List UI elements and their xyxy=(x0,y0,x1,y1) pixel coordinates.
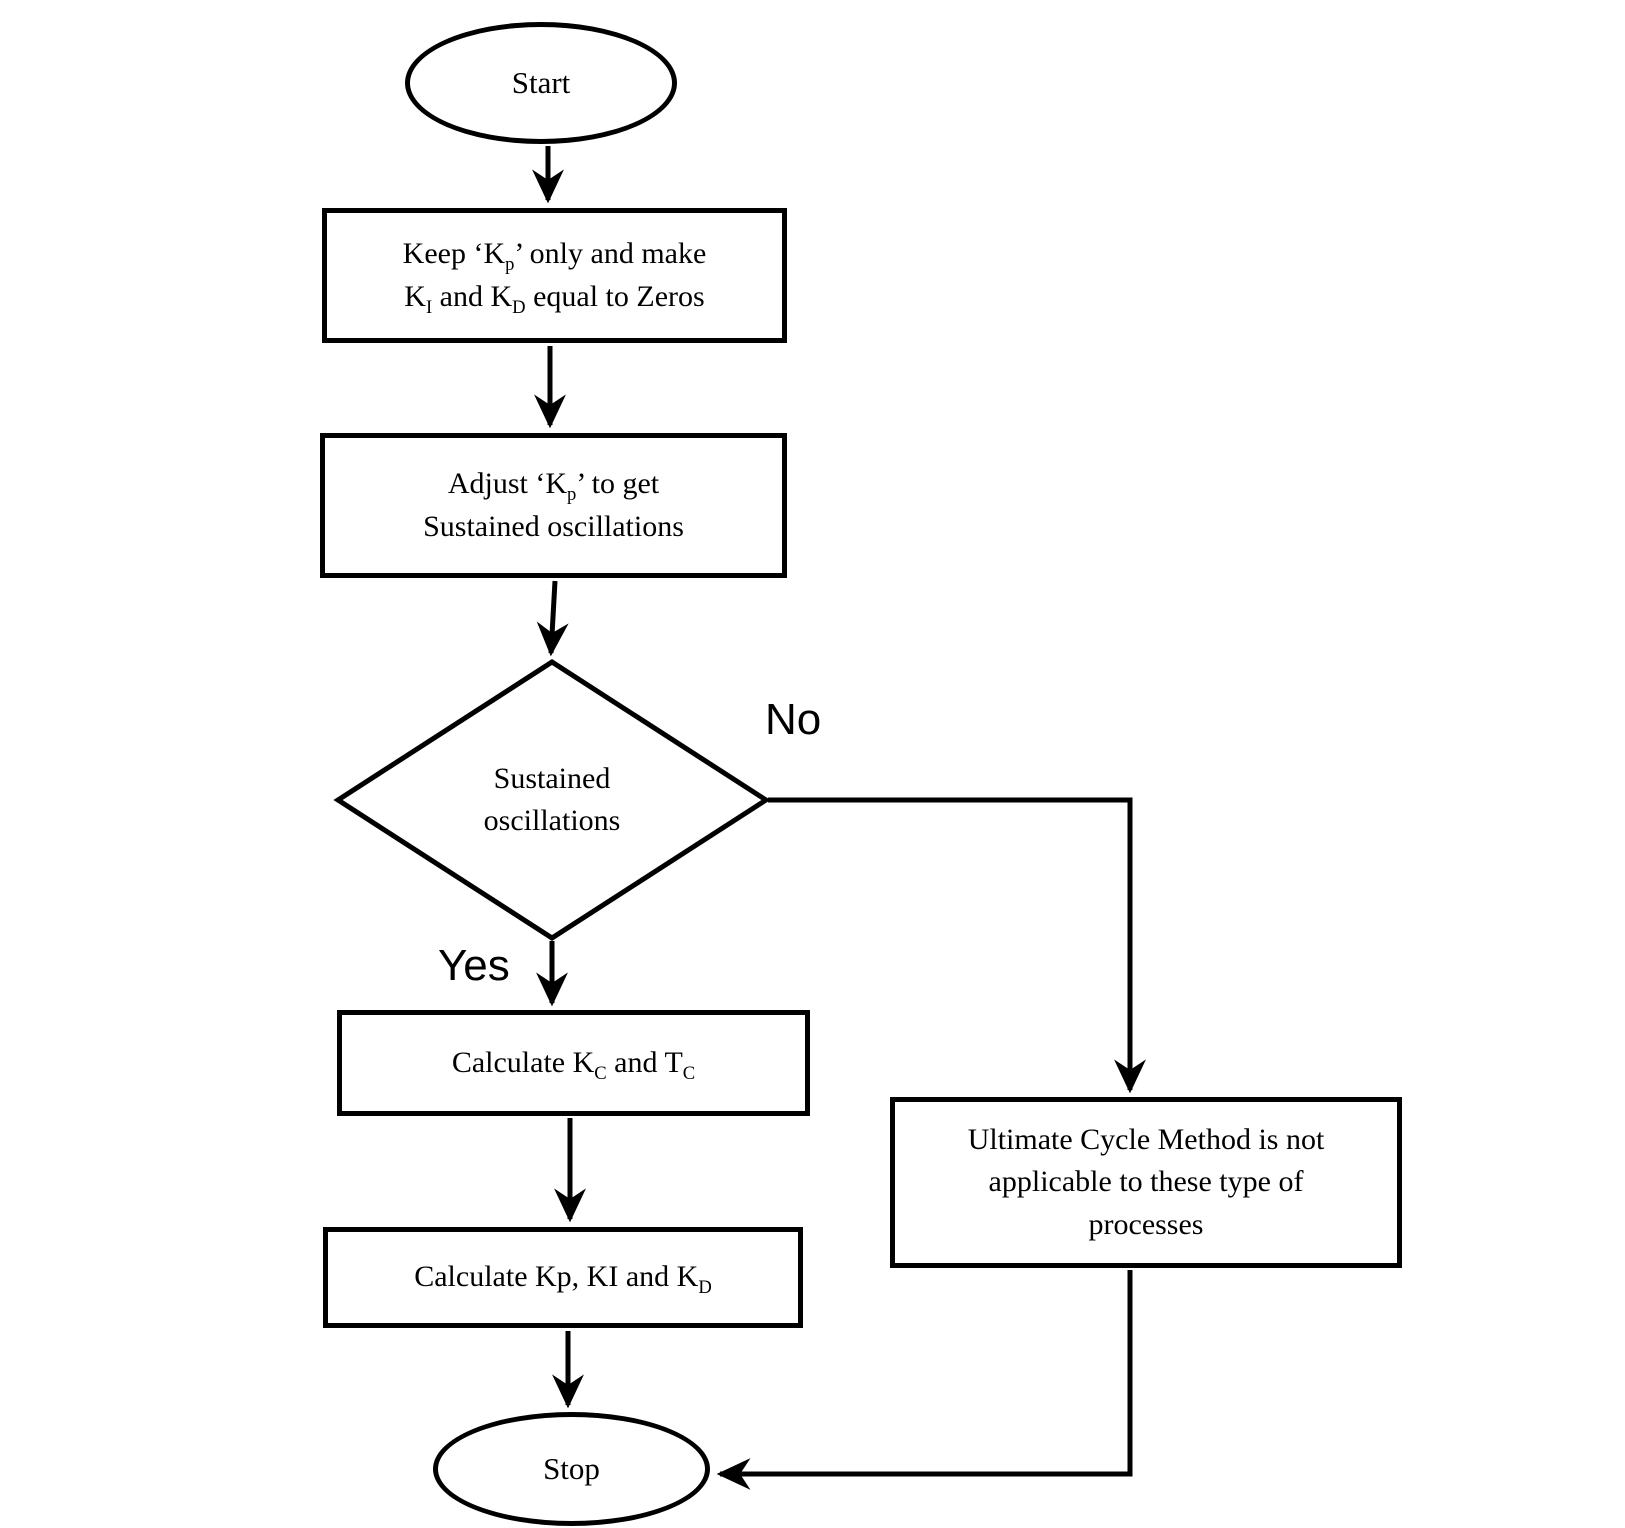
arrow-decision-no-to-not-applicable xyxy=(768,797,1146,1094)
stop-terminator: Stop xyxy=(433,1412,710,1526)
stop-label: Stop xyxy=(543,1450,600,1486)
process-calc-kc-tc: Calculate KC and TC xyxy=(337,1010,810,1116)
process-calc-kp-ki-kd-label: Calculate Kp, KI and KD xyxy=(414,1260,712,1299)
start-label: Start xyxy=(511,64,571,100)
start-terminator: Start xyxy=(405,22,677,144)
process-calc-kc-tc-label: Calculate KC and TC xyxy=(451,1045,696,1084)
arrow-adjust-to-decision xyxy=(536,580,569,657)
decision-diamond-shape xyxy=(333,659,771,941)
yes-label: Yes xyxy=(438,941,510,990)
arrow-not-applicable-to-stop xyxy=(716,1270,1133,1490)
no-label: No xyxy=(765,695,822,744)
process-calc-kp-ki-kd: Calculate Kp, KI and KD xyxy=(323,1227,803,1328)
